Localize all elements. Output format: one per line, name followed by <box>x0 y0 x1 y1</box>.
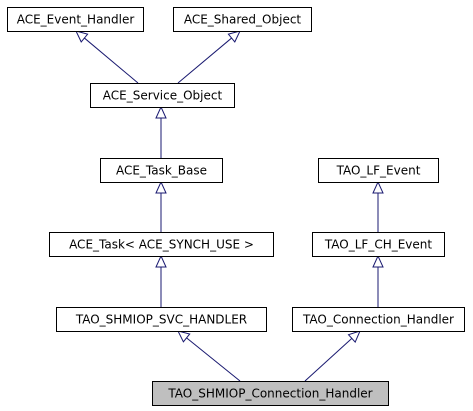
inheritance-edge-ace-service-object-to-ace-shared-object <box>177 30 241 84</box>
class-node-box <box>312 232 445 257</box>
class-node-box <box>49 232 274 257</box>
class-node-label: TAO_LF_CH_Event <box>324 238 433 252</box>
inheritance-edge-ace-task-synch-to-ace-task-base <box>155 180 167 232</box>
edge-line <box>84 37 139 84</box>
inheritance-edge-tao-lf-ch-event-to-tao-lf-event <box>372 180 384 232</box>
edge-arrowhead <box>75 30 89 43</box>
edge-arrowhead <box>347 330 361 344</box>
class-node-tao-connection-handler[interactable]: TAO_Connection_Handler <box>292 307 465 332</box>
class-node-box <box>318 158 439 183</box>
class-node-label: TAO_LF_Event <box>336 164 421 178</box>
class-node-ace-event-handler[interactable]: ACE_Event_Handler <box>7 7 144 32</box>
edge-arrowhead <box>155 254 167 268</box>
inheritance-edge-ace-task-base-to-ace-service-object <box>155 105 167 158</box>
class-node-box <box>152 381 389 406</box>
class-node-ace-shared-object[interactable]: ACE_Shared_Object <box>173 7 312 32</box>
inheritance-edge-tao-shmiop-connection-handler-to-tao-shmiop-svc-handler <box>177 330 241 382</box>
edge-arrowhead <box>372 180 384 194</box>
edge-arrowhead <box>372 254 384 268</box>
class-node-box <box>292 307 465 332</box>
class-node-box <box>7 7 144 32</box>
edge-arrowhead <box>155 180 167 194</box>
class-node-label: TAO_SHMIOP_Connection_Handler <box>167 387 372 401</box>
edge-arrowhead <box>155 105 167 119</box>
class-node-label: ACE_Service_Object <box>103 89 223 103</box>
class-node-ace-service-object[interactable]: ACE_Service_Object <box>90 83 235 108</box>
class-node-box <box>56 307 267 332</box>
class-node-label: TAO_SHMIOP_SVC_HANDLER <box>75 313 247 327</box>
edge-line <box>177 37 232 84</box>
inheritance-edge-tao-shmiop-connection-handler-to-tao-connection-handler <box>304 330 361 382</box>
class-node-label: ACE_Shared_Object <box>184 13 302 27</box>
class-node-box <box>173 7 312 32</box>
edge-arrowhead <box>227 30 241 43</box>
inheritance-edge-ace-service-object-to-ace-event-handler <box>75 30 139 84</box>
class-node-label: TAO_Connection_Handler <box>302 313 454 327</box>
edge-line <box>186 337 241 382</box>
edge-line <box>304 338 353 382</box>
class-node-ace-task-base[interactable]: ACE_Task_Base <box>100 158 223 183</box>
class-node-tao-shmiop-svc-handler[interactable]: TAO_SHMIOP_SVC_HANDLER <box>56 307 267 332</box>
class-node-label: ACE_Task_Base <box>116 164 207 178</box>
class-node-label: ACE_Task< ACE_SYNCH_USE > <box>69 238 254 252</box>
class-node-box <box>90 83 235 108</box>
edges-layer <box>75 30 384 382</box>
inheritance-edge-tao-shmiop-svc-handler-to-ace-task-synch <box>155 254 167 307</box>
edge-arrowhead <box>177 330 191 343</box>
class-node-ace-task-synch[interactable]: ACE_Task< ACE_SYNCH_USE > <box>49 232 274 257</box>
nodes-layer: ACE_Event_Handler ACE_Shared_ObjectACE_Se… <box>7 7 465 406</box>
class-node-label: ACE_Event_Handler <box>17 13 135 27</box>
class-node-box <box>100 158 223 183</box>
class-node-tao-lf-event[interactable]: TAO_LF_Event <box>318 158 439 183</box>
class-node-tao-lf-ch-event[interactable]: TAO_LF_CH_Event <box>312 232 445 257</box>
inheritance-edge-tao-connection-handler-to-tao-lf-ch-event <box>372 254 384 307</box>
class-node-tao-shmiop-connection-handler[interactable]: TAO_SHMIOP_Connection_Handler <box>152 381 389 406</box>
